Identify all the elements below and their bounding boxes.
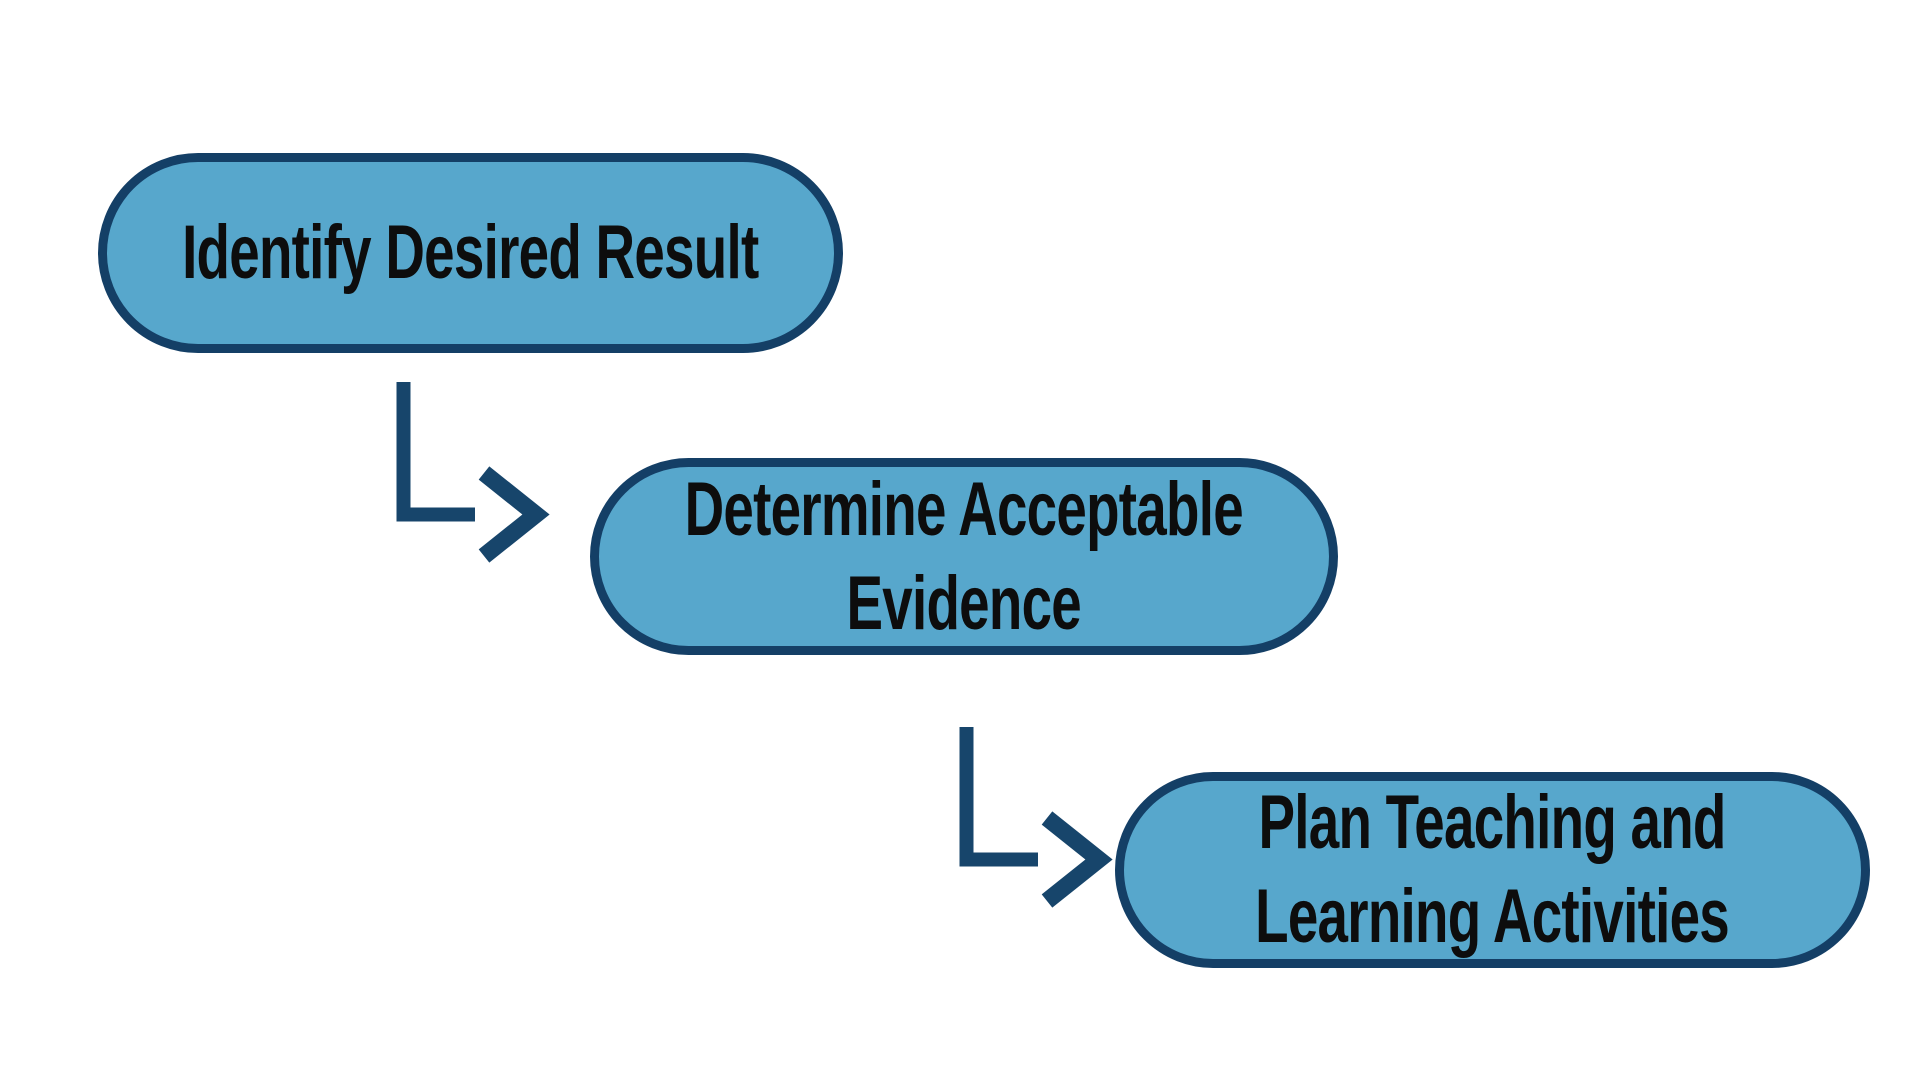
node-text-line: Determine Acceptable xyxy=(684,466,1244,552)
node-determine-acceptable-evidence: Determine Acceptable Evidence xyxy=(590,458,1338,655)
node-identify-desired-result: Identify Desired Result xyxy=(98,153,843,353)
arrow-elbow-line xyxy=(959,727,1038,867)
node-label: Plan Teaching and Learning Activities xyxy=(1255,776,1731,964)
elbow-arrow-icon xyxy=(396,382,550,563)
node-label: Determine Acceptable Evidence xyxy=(684,463,1244,651)
elbow-arrow-icon xyxy=(959,727,1113,908)
node-text-line: Learning Activities xyxy=(1255,874,1731,959)
arrow-chevron-head xyxy=(478,466,550,563)
node-text-line: Evidence xyxy=(846,560,1082,646)
arrow-elbow-line xyxy=(396,382,475,522)
node-label: Identify Desired Result xyxy=(182,206,759,300)
node-text-line: Plan Teaching and xyxy=(1258,780,1727,865)
node-text-line: Identify Desired Result xyxy=(182,210,759,295)
arrow-chevron-head xyxy=(1041,811,1113,908)
node-plan-teaching-learning-activities: Plan Teaching and Learning Activities xyxy=(1115,772,1870,968)
